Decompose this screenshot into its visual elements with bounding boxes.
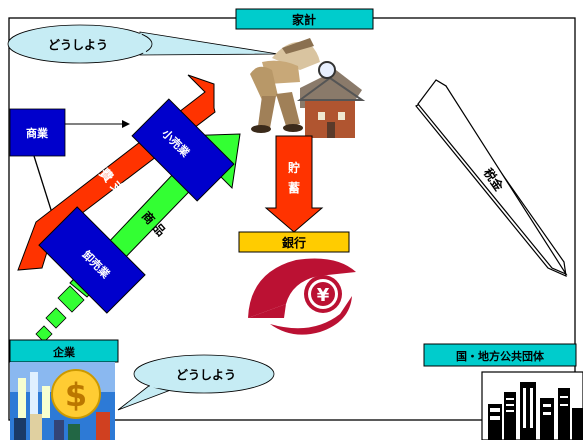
retail-box: 小売業 bbox=[131, 98, 235, 202]
svg-text:¥: ¥ bbox=[317, 285, 330, 306]
household-icon bbox=[250, 38, 366, 138]
government-text: 国・地方公共団体 bbox=[456, 349, 545, 363]
bank-label: 銀行 bbox=[238, 231, 350, 253]
enterprise-text: 企業 bbox=[52, 345, 76, 359]
savings-arrow: 貯 蓄 bbox=[264, 135, 324, 233]
yen-bank-logo: ¥ bbox=[248, 258, 356, 335]
commerce-box: 商業 bbox=[9, 108, 66, 157]
bank-text: 銀行 bbox=[281, 235, 306, 250]
government-image bbox=[481, 371, 583, 440]
savings-text-1: 貯 bbox=[288, 160, 300, 175]
household-label: 家計 bbox=[235, 8, 374, 30]
enterprise-label: 企業 bbox=[9, 339, 119, 363]
svg-text:$: $ bbox=[65, 376, 87, 414]
speech-bubble-bottom: どうしよう bbox=[117, 354, 275, 411]
commerce-to-retail-arrow bbox=[65, 120, 130, 128]
household-text: 家計 bbox=[292, 12, 316, 27]
tax-arrow: 税金 bbox=[415, 79, 568, 277]
government-label: 国・地方公共団体 bbox=[423, 343, 577, 367]
enterprise-image: $ bbox=[10, 362, 115, 440]
bubble-top-text: どうしよう bbox=[48, 38, 108, 52]
commerce-text: 商業 bbox=[26, 126, 49, 140]
savings-text-2: 蓄 bbox=[288, 180, 300, 195]
speech-bubble-top: どうしよう bbox=[7, 24, 279, 64]
bubble-bottom-text: どうしよう bbox=[176, 368, 236, 382]
wholesale-box: 卸売業 bbox=[38, 206, 146, 314]
